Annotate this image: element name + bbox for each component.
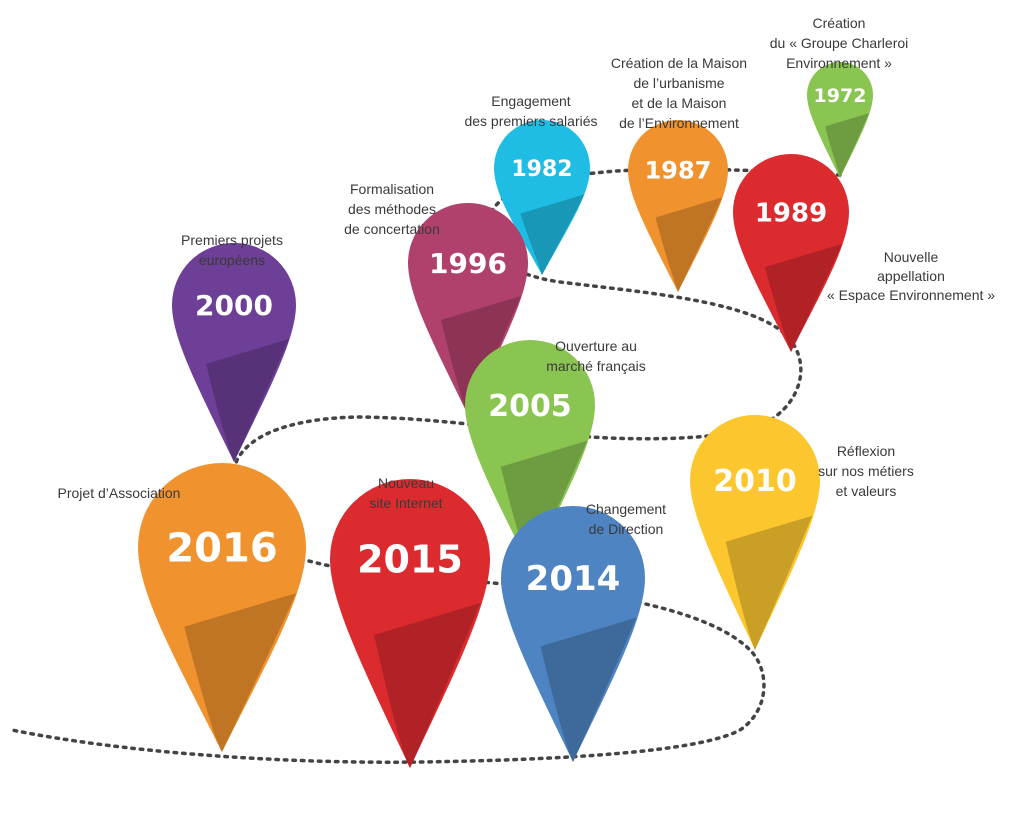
caption-line: Ouverture au [555, 338, 637, 354]
caption-line: sur nos métiers [818, 463, 914, 479]
year-label-1982: 1982 [511, 157, 572, 182]
pin-2010: 2010 [690, 415, 820, 650]
year-label-2016: 2016 [166, 525, 277, 571]
year-label-2015: 2015 [357, 538, 463, 582]
pin-shade-1972 [825, 113, 870, 178]
pin-shade-2000 [206, 339, 289, 462]
pin-body-1982 [494, 120, 590, 275]
caption-line: Nouveau [378, 475, 434, 491]
year-label-2005: 2005 [488, 389, 572, 424]
caption-line: « Espace Environnement » [827, 287, 995, 303]
caption-line: Création de la Maison [611, 55, 747, 71]
year-label-1989: 1989 [755, 198, 827, 228]
caption-line: Réflexion [837, 443, 895, 459]
caption-line: de l’urbanisme [633, 75, 724, 91]
pin-body-1996 [408, 203, 528, 415]
pin-body-1989 [733, 154, 849, 352]
pin-body-2000 [172, 242, 297, 462]
caption-line: du « Groupe Charleroi [770, 35, 909, 51]
year-label-2000: 2000 [195, 289, 273, 322]
pin-body-2010 [690, 415, 820, 650]
caption-2014: Changement de Direction [586, 501, 666, 537]
caption-2005: Ouverture au marché français [546, 338, 646, 374]
pin-shade-1996 [441, 296, 521, 415]
caption-line: et de la Maison [632, 95, 727, 111]
pin-body-1972 [807, 62, 873, 178]
caption-1987: Création de la Maison de l’urbanisme et de… [611, 55, 747, 131]
pin-shade-2016 [184, 593, 296, 752]
pin-body-1987 [628, 120, 728, 292]
year-label-1972: 1972 [814, 85, 867, 107]
caption-line: de concertation [344, 221, 440, 237]
caption-1982: Engagement des premiers salariés [464, 93, 597, 129]
caption-line: Formalisation [350, 181, 434, 197]
pin-shade-2014 [540, 617, 637, 762]
caption-line: appellation [877, 268, 945, 284]
pin-body-2005 [464, 339, 595, 568]
pin-1972: 1972 [807, 62, 873, 178]
caption-2016: Projet d’Association [58, 485, 181, 501]
caption-line: Environnement » [786, 55, 892, 71]
caption-line: des méthodes [348, 201, 436, 217]
caption-line: et valeurs [836, 483, 897, 499]
caption-line: Nouvelle [884, 249, 939, 265]
year-label-2010: 2010 [713, 464, 797, 499]
caption-2015: Nouveau site Internet [369, 475, 442, 511]
pin-body-2016 [138, 463, 306, 752]
year-label-1996: 1996 [429, 247, 507, 280]
pin-1987: 1987 [628, 120, 728, 292]
caption-line: marché français [546, 358, 646, 374]
pin-shade-2010 [725, 515, 813, 650]
timeline-path [10, 167, 842, 764]
pin-1996: 1996 [408, 203, 528, 415]
caption-line: de Direction [589, 521, 664, 537]
caption-line: européens [199, 252, 265, 268]
pin-2015: 2015 [330, 479, 490, 768]
pin-1982: 1982 [494, 120, 590, 275]
year-label-2014: 2014 [526, 559, 621, 599]
pin-body-2014 [500, 505, 645, 762]
caption-2010: Réflexion sur nos métiers et valeurs [818, 443, 914, 499]
caption-line: Projet d’Association [58, 485, 181, 501]
pin-1989: 1989 [733, 154, 849, 352]
caption-line: Changement [586, 501, 666, 517]
pin-body-2015 [330, 479, 490, 768]
pin-shade-1987 [655, 197, 722, 292]
caption-1996: Formalisation des méthodes de concertation [344, 181, 440, 237]
pin-2000: 2000 [172, 242, 297, 462]
caption-line: site Internet [369, 495, 442, 511]
caption-line: Engagement [491, 93, 571, 109]
pin-shade-1982 [520, 194, 585, 275]
caption-line: Création [813, 15, 866, 31]
pin-shade-1989 [764, 243, 843, 352]
caption-line: des premiers salariés [464, 113, 597, 129]
year-label-1987: 1987 [645, 157, 712, 185]
caption-line: Premiers projets [181, 232, 283, 248]
caption-line: de l’Environnement [619, 115, 739, 131]
pin-2016: 2016 [138, 463, 306, 752]
pin-shade-2015 [374, 603, 481, 768]
caption-1989: Nouvelle appellation « Espace Environnemen… [827, 249, 995, 303]
caption-2000: Premiers projets européens [181, 232, 283, 268]
pin-2014: 2014 [500, 505, 645, 762]
